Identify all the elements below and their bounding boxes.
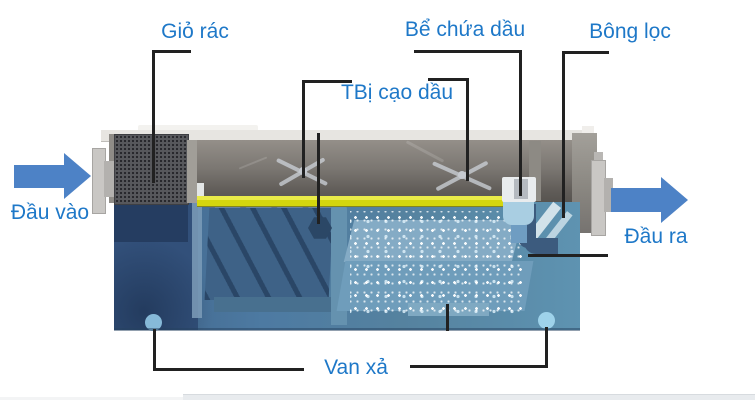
- oil-scraper-2: [430, 152, 494, 200]
- outlet-pipe-elbow: [524, 238, 558, 254]
- trash-basket: [114, 134, 189, 205]
- baffle-highlight: [197, 183, 204, 203]
- oil-container-body: [503, 201, 534, 225]
- label-filter-pad: Bông lọc: [589, 20, 671, 43]
- callout-gio-rac-v: [152, 50, 155, 183]
- label-inlet: Đầu vào: [10, 201, 90, 224]
- bottom-band-right: [183, 394, 755, 400]
- label-outlet: Đầu ra: [624, 225, 688, 248]
- callout-be-chua-dau-h: [414, 50, 522, 53]
- bubble-cloud: [350, 211, 522, 316]
- inlet-pipe: [104, 161, 115, 197]
- baffle-1: [192, 202, 202, 318]
- bottom-band-left: [0, 397, 183, 400]
- oil-container-stem: [511, 225, 527, 243]
- drain-valve-left: [145, 314, 162, 331]
- callout-bong-loc-v: [562, 51, 565, 218]
- basket-shadow: [114, 202, 188, 242]
- callout-bottom-center-v: [446, 304, 449, 331]
- callout-tbi-right-h: [428, 78, 469, 81]
- callout-tbi-left-h: [302, 80, 352, 83]
- inlet-chamber-water: [114, 202, 198, 330]
- callout-bong-loc-h: [562, 51, 609, 54]
- outlet-arrow-icon: [611, 188, 663, 212]
- callout-dau-ra-h: [528, 254, 608, 257]
- label-trash-basket: Giỏ rác: [161, 20, 229, 43]
- label-drain-valve: Van xả: [324, 356, 388, 379]
- outlet-arrow-head-icon: [661, 177, 688, 223]
- callout-van-xa-left-v: [153, 329, 156, 371]
- inlet-arrow-icon: [14, 165, 66, 188]
- plates-support-bar: [214, 297, 331, 312]
- callout-gio-rac-h: [152, 50, 191, 53]
- basket-frame: [187, 140, 197, 203]
- mixer-nozzle: [308, 217, 332, 239]
- inlet-arrow-head-icon: [64, 153, 91, 199]
- label-oil-container: Bể chứa dầu: [404, 18, 526, 41]
- outlet-pipe-stub: [604, 178, 613, 212]
- callout-be-chua-dau-v: [519, 50, 522, 196]
- callout-tbi-right-v: [466, 78, 469, 181]
- tank-back-rim: [138, 125, 258, 133]
- callout-tbi-left-v: [302, 80, 305, 178]
- tank-bottom-edge: [114, 328, 580, 331]
- callout-nozzle-v: [317, 133, 320, 224]
- callout-van-xa-right-v: [545, 327, 548, 368]
- oil-layer: [197, 196, 503, 207]
- callout-van-xa-left-h: [153, 368, 304, 371]
- callout-van-xa-right-h: [410, 365, 548, 368]
- drain-valve-right: [538, 312, 555, 329]
- label-oil-scraper: TBị cạo dầu: [340, 81, 454, 104]
